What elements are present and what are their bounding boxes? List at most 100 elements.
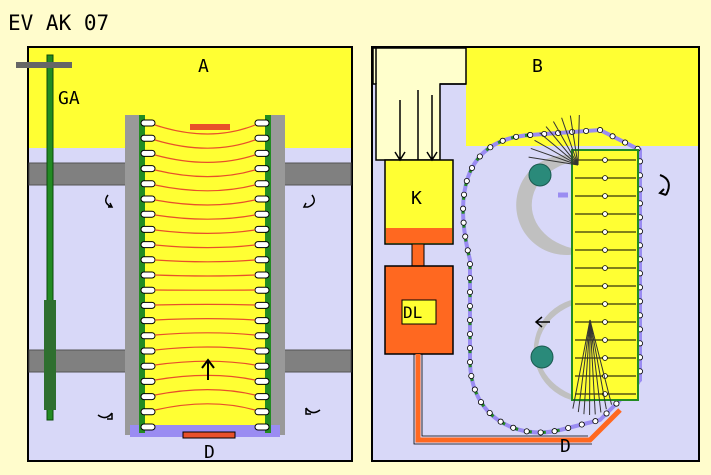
bead [511, 425, 516, 430]
bead [604, 411, 609, 416]
bead [593, 419, 598, 424]
tank-connector [412, 244, 424, 266]
right-tooth [255, 302, 269, 308]
bead [472, 387, 477, 392]
bead [538, 430, 543, 435]
ladder-bead [603, 338, 608, 343]
bead [465, 248, 470, 253]
bead [583, 128, 588, 133]
bead [478, 399, 483, 404]
left-tooth [141, 211, 155, 217]
bead [467, 359, 472, 364]
bead [528, 132, 533, 137]
bead [498, 419, 503, 424]
ga-handle [16, 62, 72, 68]
bead [464, 178, 469, 183]
bead [463, 234, 468, 239]
left-tooth [141, 318, 155, 324]
left-tooth [141, 302, 155, 308]
ladder-bead [603, 320, 608, 325]
bead [579, 422, 584, 427]
panel-a-d-strip [183, 432, 235, 438]
tank-dl-label: DL [403, 303, 422, 322]
left-tooth [141, 272, 155, 278]
panel-a-label: A [198, 56, 209, 77]
bead [488, 145, 493, 150]
ladder-bead [603, 266, 608, 271]
left-tooth [141, 135, 155, 141]
right-tooth [255, 394, 269, 400]
bead [461, 192, 466, 197]
right-tooth [255, 348, 269, 354]
left-tooth [141, 333, 155, 339]
bead [460, 206, 465, 211]
bead [467, 275, 472, 280]
panel-b-label: B [532, 56, 543, 77]
ladder-bead [603, 212, 608, 217]
field-top-bar [190, 124, 230, 130]
left-tooth [141, 409, 155, 415]
right-tooth [255, 120, 269, 126]
right-tooth [255, 196, 269, 202]
bead [461, 220, 466, 225]
bead [467, 331, 472, 336]
bead [467, 261, 472, 266]
tank-k-label: K [411, 188, 422, 209]
left-tooth [141, 257, 155, 263]
panel-b-d-label: D [560, 436, 571, 457]
right-tooth [255, 318, 269, 324]
lower-roll-core [531, 346, 553, 368]
bead [597, 127, 602, 132]
bead [552, 429, 557, 434]
left-tooth [141, 424, 155, 430]
bead [622, 140, 627, 145]
right-tooth [255, 150, 269, 156]
panel-a: GA A D [16, 47, 352, 463]
bead [469, 373, 474, 378]
ladder-bead [603, 248, 608, 253]
bead [467, 317, 472, 322]
right-tooth [255, 226, 269, 232]
right-tooth [255, 272, 269, 278]
bead [614, 401, 619, 406]
bead [610, 134, 615, 139]
bead [469, 165, 474, 170]
bead [467, 345, 472, 350]
right-tooth [255, 135, 269, 141]
bead [467, 303, 472, 308]
panel-b: K DL B D [372, 47, 699, 461]
right-tooth [255, 333, 269, 339]
left-tooth [141, 120, 155, 126]
right-tooth [255, 363, 269, 369]
bead [487, 410, 492, 415]
ladder-bead [603, 158, 608, 163]
left-tooth [141, 181, 155, 187]
right-tooth [255, 409, 269, 415]
ladder-bead [603, 302, 608, 307]
right-tooth [255, 257, 269, 263]
tank-k-sediment [386, 228, 452, 243]
left-tooth [141, 196, 155, 202]
left-tooth [141, 242, 155, 248]
left-tooth [141, 394, 155, 400]
right-tooth [255, 166, 269, 172]
bead [566, 425, 571, 430]
left-tooth [141, 363, 155, 369]
right-tooth [255, 211, 269, 217]
left-tooth [141, 226, 155, 232]
ladder-bead [603, 230, 608, 235]
left-tooth [141, 150, 155, 156]
right-tooth [255, 378, 269, 384]
field-line [155, 304, 255, 305]
right-tooth [255, 242, 269, 248]
left-tooth [141, 287, 155, 293]
right-tooth [255, 181, 269, 187]
ladder-bead [603, 356, 608, 361]
ladder-bead [603, 176, 608, 181]
left-tooth [141, 348, 155, 354]
bead [524, 429, 529, 434]
ladder-bead [603, 284, 608, 289]
bead [467, 289, 472, 294]
left-tooth [141, 378, 155, 384]
